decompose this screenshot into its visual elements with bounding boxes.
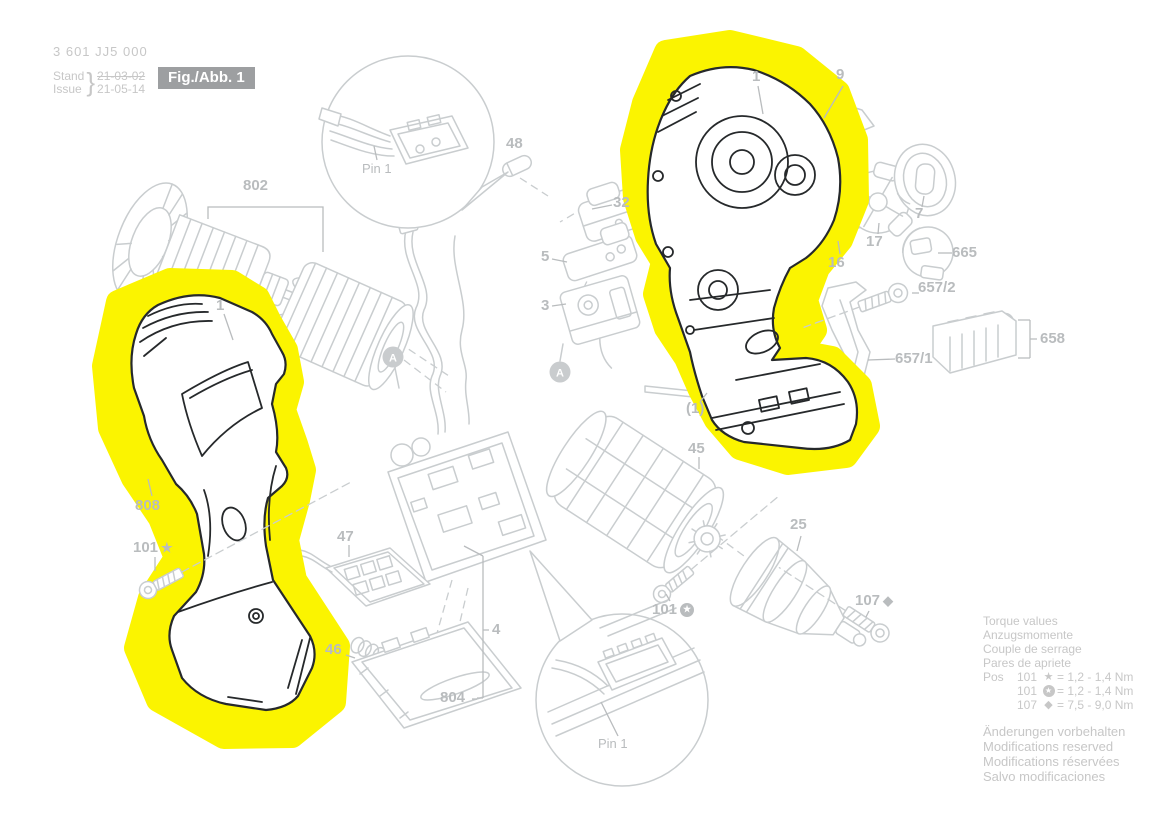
circle-star-icon: ★ [1040,685,1057,697]
part-label-3: 3 [541,297,550,314]
issue-label: Issue [53,81,82,96]
part-label-17: 17 [866,233,883,250]
pcb-assembly [387,431,547,583]
wiring-marker-a-right: A [549,343,571,383]
part-label-4: 4 [492,621,501,638]
part-label-7: 7 [915,205,924,222]
detail-circle-top [318,55,509,229]
leader-lines [147,85,952,737]
part-48 [501,154,533,178]
part-label-107-diamond: 107◆ [855,592,894,609]
modifications-note: Änderungen vorbehalten Modifications res… [983,724,1125,784]
part-label-46: 46 [325,641,342,658]
part-label-1-right: 1 [752,68,761,85]
issue-date: 21-05-14 [97,81,146,96]
part-7-ring [893,143,957,217]
model-number: 3 601 JJ5 000 [53,44,148,59]
part-label-45: 45 [688,440,705,457]
legal-line-de: Änderungen vorbehalten [983,724,1126,739]
part-25-chuck [729,536,867,647]
part-3-switch [559,275,641,369]
issue-row: Stand Issue } 21-03-02 21-05-14 [53,67,148,98]
part-label-25: 25 [790,516,807,533]
torque-row-101-circle-star: 101 ★ = 1,2 - 1,4 Nm [1016,684,1134,698]
screw-657-2 [803,282,909,328]
part-label-804: 804 [440,689,466,706]
screw-107-diamond [778,566,890,643]
part-47-keypad [291,537,431,607]
part-label-101-circle-star: 101★ [652,601,695,618]
part-label-9: 9 [836,66,845,83]
screw-101-circle-star [652,496,778,604]
legal-line-fr: Modifications réservées [983,754,1120,769]
circle-star-icon: ★ [680,602,695,617]
part-label-658: 658 [1040,330,1066,347]
part-45-motor [545,410,726,574]
superseded-date: 21-03-02 [97,68,146,83]
drawing-header: 3 601 JJ5 000 Stand Issue } 21-03-02 21-… [53,44,148,98]
diamond-icon: ◆ [1044,698,1053,711]
part-label-47: 47 [337,528,354,545]
part-665-cap [901,226,954,281]
torque-note: Torque values Anzugsmomente Couple de se… [983,614,1133,712]
torque-title-es: Pares de apriete [983,656,1072,670]
svg-text:A: A [389,353,397,365]
brace-glyph: } [86,67,96,97]
screw-101-star [138,481,352,600]
figure-label-badge: Fig./Abb. 1 [158,67,255,89]
legal-line-es: Salvo modificaciones [983,769,1106,784]
star-icon: ★ [1043,670,1054,683]
part-label-32: 32 [613,194,630,211]
detail-circle-bottom [529,550,709,787]
part-label-paren1: (1) [686,400,705,417]
housing-right-half [646,66,859,451]
part-label-101-star: 101★ [133,539,173,556]
part-658-module [932,310,1037,374]
part-label-5: 5 [541,248,550,265]
svg-text:A: A [556,368,564,380]
part-label-665: 665 [952,244,978,261]
part-label-657-2: 657/2 [918,279,956,296]
callout-pin1-top: Pin 1 [362,161,392,176]
stand-label: Stand [53,68,85,83]
legal-line-en: Modifications reserved [983,739,1114,754]
torque-row-107-diamond: 107 ◆ = 7,5 - 9,0 Nm [1016,698,1134,712]
part-804-plate [351,621,522,729]
part-label-48: 48 [506,135,523,152]
torque-title-en: Torque values [983,614,1058,628]
torque-row-101-star: Pos 101 ★ = 1,2 - 1,4 Nm [983,670,1134,684]
part-label-808: 808 [135,497,161,514]
part-label-16: 16 [828,254,845,271]
callout-pin1-bottom: Pin 1 [598,736,628,751]
housing-left-half [130,294,316,712]
part-label-1-left: 1 [216,297,225,314]
part-label-802: 802 [243,177,269,194]
torque-title-de: Anzugsmomente [983,628,1074,642]
diamond-icon: ◆ [883,593,894,608]
part-label-657-1: 657/1 [895,350,933,367]
wiring-marker-a-left: A [382,346,404,389]
torque-title-fr: Couple de serrage [983,642,1082,656]
part-5 [562,222,638,282]
star-icon: ★ [161,540,173,555]
